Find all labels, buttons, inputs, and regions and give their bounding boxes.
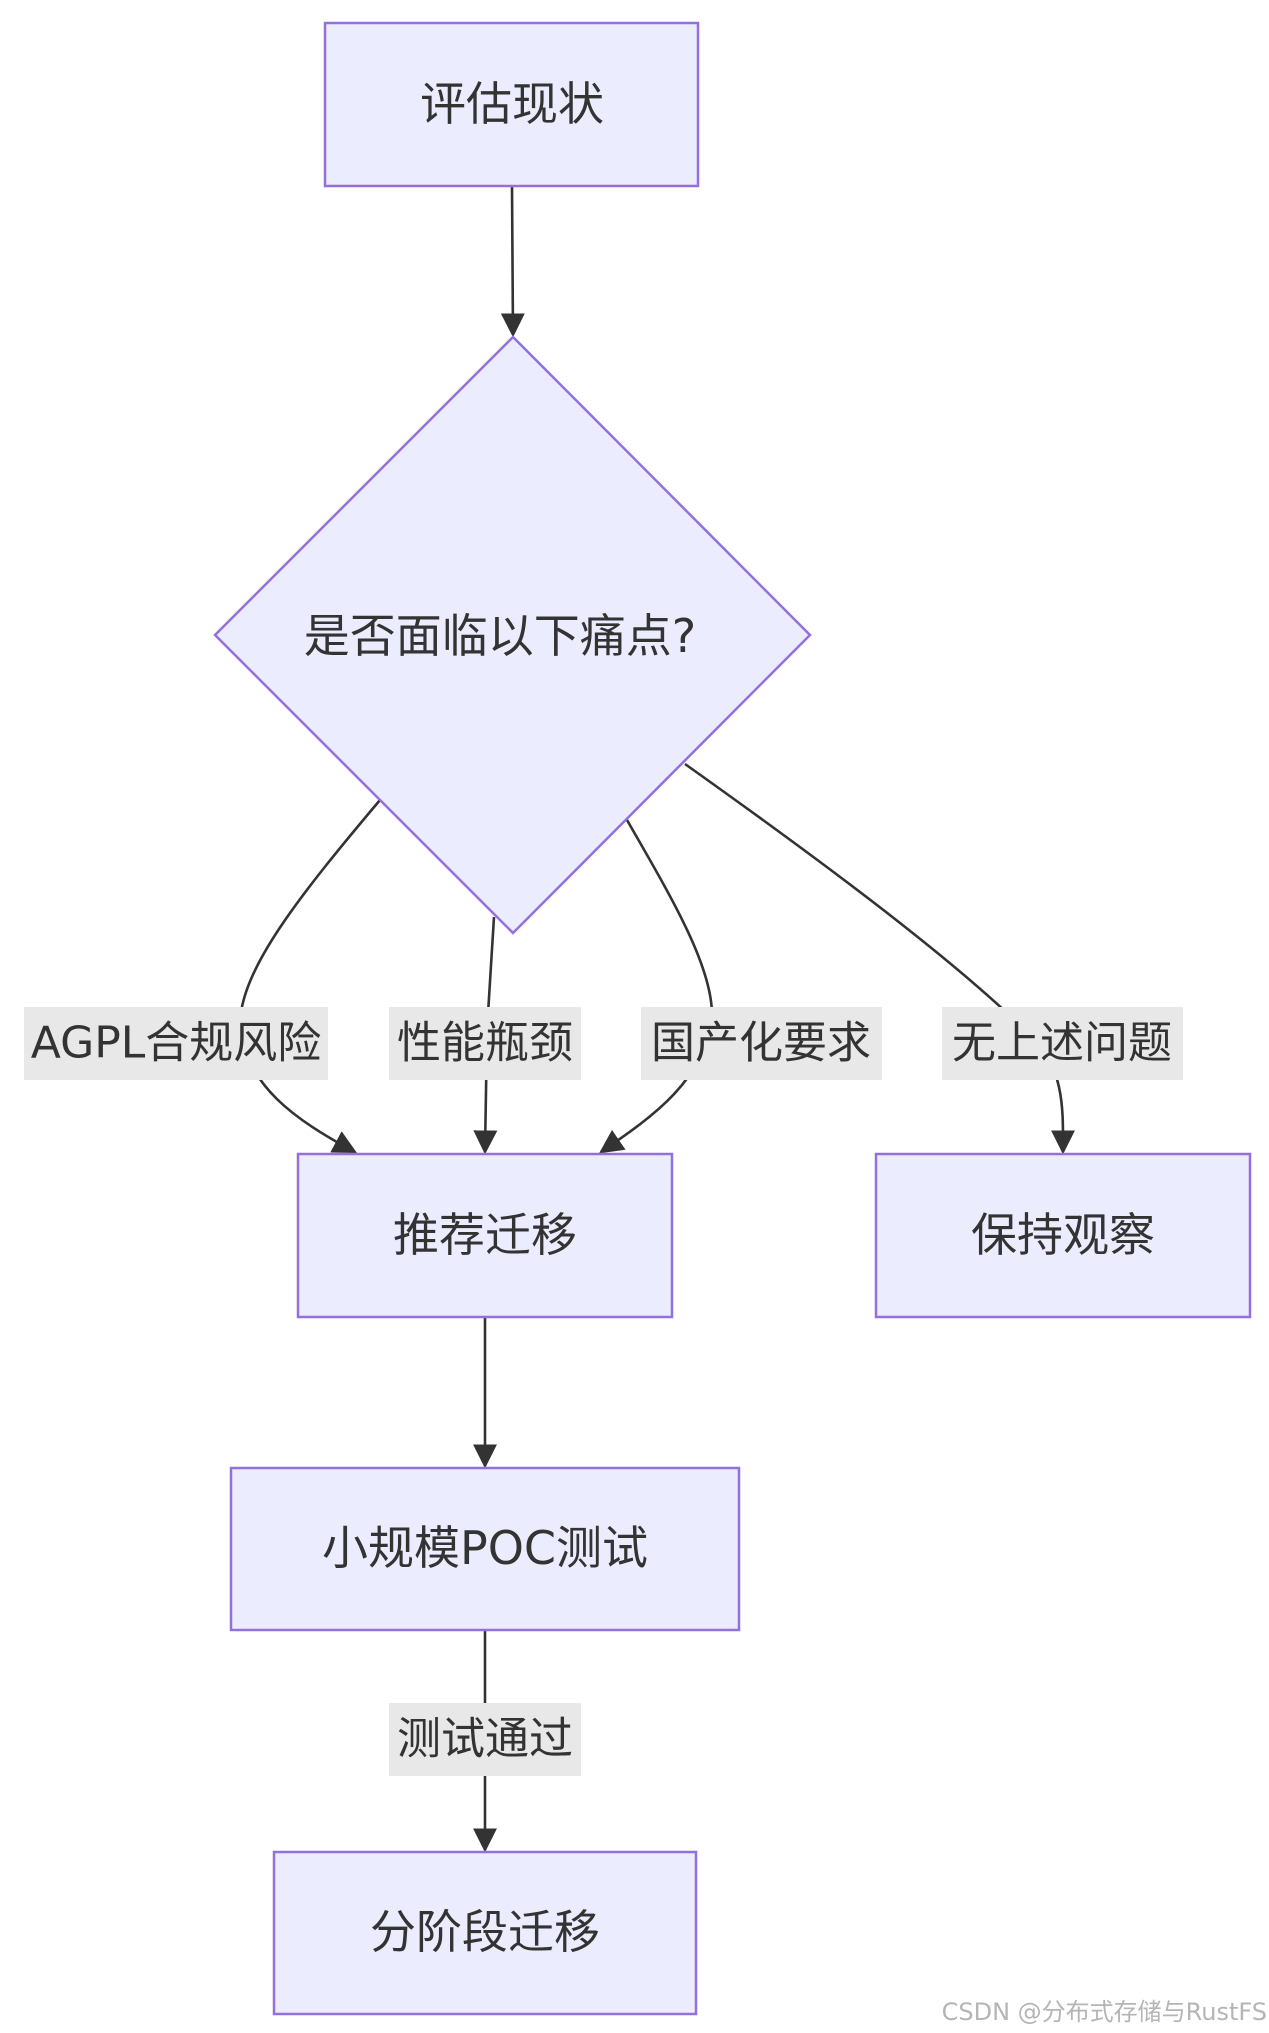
edge-label-agpl: AGPL合规风险 xyxy=(24,1007,328,1080)
edges xyxy=(238,186,1076,1853)
node-recommend: 推荐迁移 xyxy=(296,1152,674,1319)
edge-label-passed: 测试通过 xyxy=(389,1703,581,1776)
node-observe-label: 保持观察 xyxy=(971,1208,1155,1262)
node-poc: 小规模POC测试 xyxy=(229,1466,741,1632)
node-phased-label: 分阶段迁移 xyxy=(370,1905,600,1959)
node-decision: 是否面临以下痛点? xyxy=(213,335,812,935)
node-phased: 分阶段迁移 xyxy=(272,1850,698,2016)
edge-labels: AGPL合规风险 性能瓶颈 国产化要求 无上述问题 测试通过 xyxy=(24,1007,1183,1776)
node-assess: 评估现状 xyxy=(323,21,700,188)
edge-decision-to-recommend-agpl xyxy=(238,799,381,1154)
edge-label-none-text: 无上述问题 xyxy=(952,1018,1172,1069)
node-recommend-label: 推荐迁移 xyxy=(393,1208,577,1262)
edge-assess-to-decision xyxy=(500,186,525,338)
edge-decision-to-recommend-localization xyxy=(599,819,714,1154)
node-poc-label: 小规模POC测试 xyxy=(322,1521,648,1575)
edge-label-perf: 性能瓶颈 xyxy=(389,1007,581,1080)
edge-label-perf-text: 性能瓶颈 xyxy=(397,1018,573,1069)
edge-label-none: 无上述问题 xyxy=(942,1007,1183,1080)
edge-decision-to-observe xyxy=(684,762,1076,1155)
edge-label-agpl-text: AGPL合规风险 xyxy=(31,1018,321,1069)
nodes: 评估现状 是否面临以下痛点? 推荐迁移 保持观察 小规模POC测试 分阶段迁移 xyxy=(213,21,1252,2016)
node-observe: 保持观察 xyxy=(874,1152,1252,1319)
node-decision-label: 是否面临以下痛点? xyxy=(304,609,696,663)
edge-label-passed-text: 测试通过 xyxy=(397,1714,573,1765)
node-assess-label: 评估现状 xyxy=(420,77,604,131)
edge-label-localization-text: 国产化要求 xyxy=(651,1018,871,1069)
watermark: CSDN @分布式存储与RustFS xyxy=(941,1998,1267,2026)
edge-label-localization: 国产化要求 xyxy=(641,1007,882,1080)
